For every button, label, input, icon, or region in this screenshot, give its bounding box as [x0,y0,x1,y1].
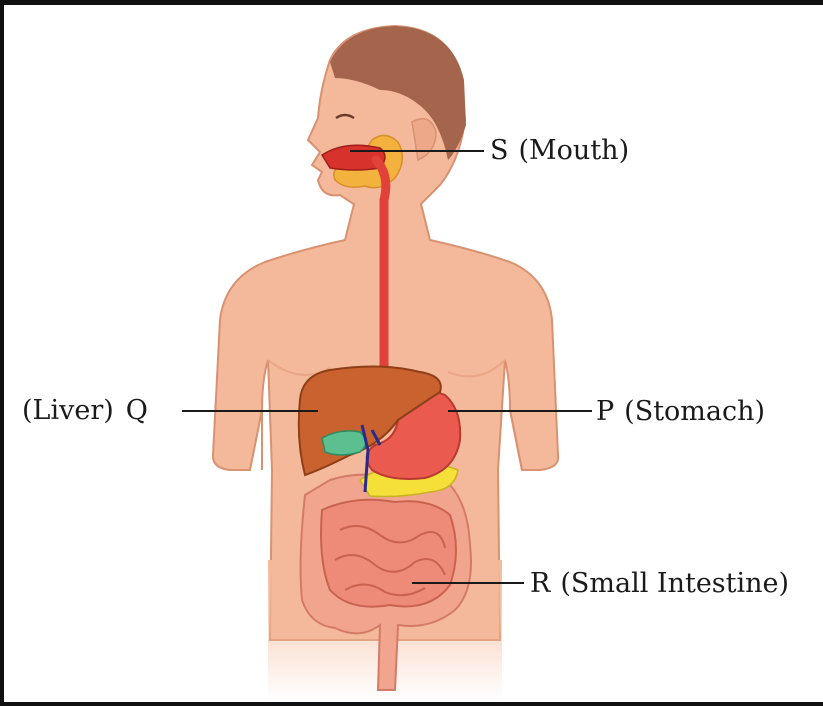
label-q-letter: Q [126,395,148,426]
label-s-name: (Mouth) [519,135,630,166]
label-p-letter: P [596,396,614,427]
label-s-mouth: S (Mouth) [490,137,629,164]
label-r-name: (Small Intestine) [560,568,789,599]
label-q-name: (Liver) [22,395,114,426]
gallbladder [322,431,366,455]
label-p-name: (Stomach) [624,396,765,427]
label-p-stomach: P (Stomach) [596,398,765,425]
label-r-letter: R [530,568,550,599]
label-r-small-intestine: R (Small Intestine) [530,570,789,597]
label-s-letter: S [490,135,509,166]
small-intestine [321,500,456,607]
label-q-liver: (Liver) Q [22,397,148,424]
